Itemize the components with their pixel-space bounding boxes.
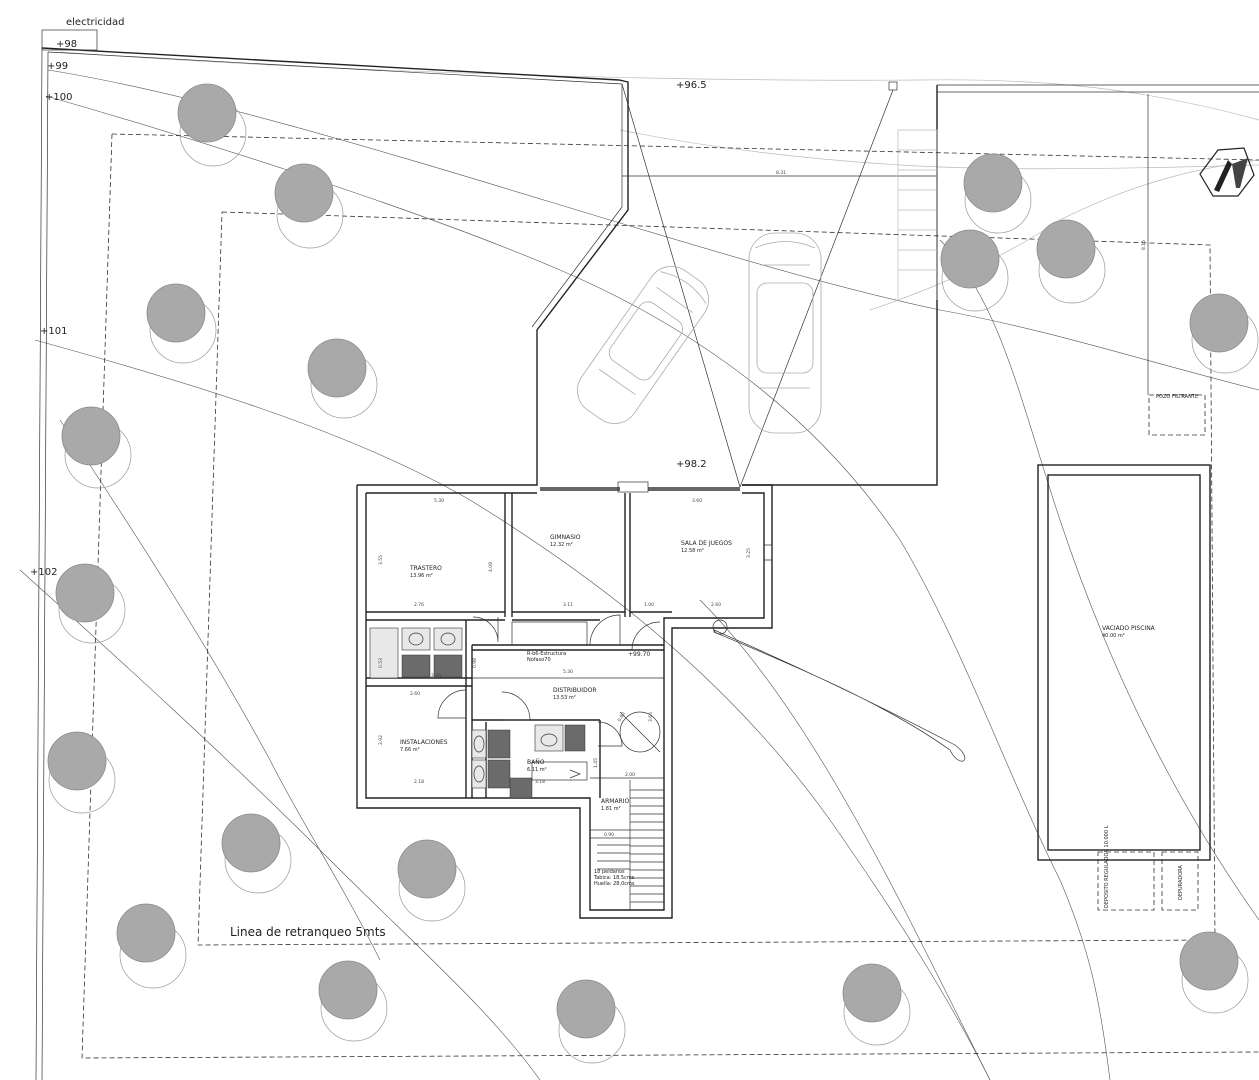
dim-218: 2.18 — [414, 779, 424, 785]
level-98-2: +98.2 — [676, 459, 707, 470]
instalaciones-name: INSTALACIONES — [400, 739, 448, 746]
bathroom-fixtures — [369, 627, 588, 799]
tree — [221, 813, 281, 873]
gimnasio-name: GIMNASIO — [550, 534, 581, 541]
tree — [116, 903, 176, 963]
stairs-note-1: 18 peldaños — [594, 869, 625, 875]
sala-juegos-area: 12.58 m² — [681, 548, 704, 554]
tree — [963, 153, 1023, 213]
level-99: +99 — [47, 61, 68, 72]
stairs-note-3: Huella: 28,0cms — [594, 881, 635, 887]
stairs-note-2: Tabica: 18,5cms — [593, 875, 635, 881]
tree — [318, 960, 378, 1020]
dim-145: 1.45 — [593, 758, 599, 768]
plot-boundary — [35, 47, 1259, 1080]
tree — [55, 563, 115, 623]
level-102: +102 — [30, 567, 57, 578]
dim-292: 2.92 — [378, 735, 384, 745]
dim-100: 1.00 — [644, 602, 654, 608]
pozo-filtrante-label: POZO FILTRANTE — [1156, 394, 1198, 400]
dim-365: 3.65 — [648, 712, 654, 722]
stairs — [597, 780, 664, 910]
structure-note-2: Nofaso70 — [527, 657, 551, 663]
distribuidor-area: 13.53 m² — [553, 695, 576, 701]
bano-name: BAÑO — [527, 759, 545, 766]
basement-walls — [356, 481, 773, 919]
tree — [842, 963, 902, 1023]
tree — [556, 979, 616, 1039]
plan-notes: R-b6-Estructura Nofaso70 18 peldaños Tab… — [527, 651, 635, 887]
tree — [274, 163, 334, 223]
dim-260: 2.60 — [410, 691, 420, 697]
tree — [146, 283, 206, 343]
sala-juegos-name: SALA DE JUEGOS — [681, 540, 732, 547]
tree — [47, 731, 107, 791]
electricity-label: electricidad — [66, 17, 125, 28]
room-labels: TRASTERO 13.96 m² GIMNASIO 12.32 m² SALA… — [400, 534, 1184, 908]
instalaciones-area: 7.66 m² — [400, 747, 420, 753]
dim-815: 8.15 — [1141, 240, 1147, 250]
trastero-name: TRASTERO — [409, 565, 442, 572]
dim-360: 3.60 — [692, 498, 702, 504]
dim-098: 0.98 — [472, 658, 478, 668]
piscina-name: VACIADO PISCINA — [1102, 625, 1156, 632]
door-swings — [437, 614, 661, 753]
pool-area — [1037, 394, 1211, 911]
dim-318: 3.18 — [535, 779, 545, 785]
tree — [940, 229, 1000, 289]
structure-note-1: R-b6-Estructura — [527, 651, 566, 657]
level-100: +100 — [45, 92, 72, 103]
tree — [1179, 931, 1239, 991]
armario-name: ARMARIO — [601, 798, 629, 805]
drain-ramp — [713, 629, 966, 762]
dim-530: 5.30 — [434, 498, 444, 504]
depuradora-label: DEPURADORA — [1178, 865, 1184, 900]
dim-325: 3.25 — [746, 548, 752, 558]
terrain-contours — [19, 51, 1259, 1080]
north-arrow-icon — [1199, 147, 1255, 197]
dim-276: 2.76 — [414, 602, 424, 608]
armario-area: 1.81 m² — [601, 806, 621, 812]
site-labels: +98 +99 +100 +101 +102 +96.5 +98.2 +99.7… — [30, 39, 1198, 939]
level-96-5: +96.5 — [676, 80, 707, 91]
tree — [1036, 219, 1096, 279]
level-98: +98 — [56, 39, 77, 50]
deposito-label: DEPOSITO REGULADOR 10.000 L — [1104, 825, 1110, 908]
setback-label: Linea de retranqueo 5mts — [230, 925, 386, 939]
level-101: +101 — [40, 326, 67, 337]
level-99-70: +99.70 — [628, 651, 650, 658]
piscina-area: 40.00 m² — [1102, 633, 1125, 639]
gimnasio-area: 12.32 m² — [550, 542, 573, 548]
dim-200: 2.00 — [625, 772, 635, 778]
dim-090: 0.90 — [604, 832, 614, 838]
tree — [61, 406, 121, 466]
tree — [177, 83, 237, 143]
electricity-meter: electricidad — [41, 17, 125, 51]
trastero-area: 13.96 m² — [410, 573, 433, 579]
trees — [47, 83, 1259, 1064]
tree — [307, 338, 367, 398]
distribuidor-name: DISTRIBUIDOR — [553, 687, 597, 694]
dim-053: 0.53 — [378, 658, 384, 668]
dim-408: 4.08 — [488, 562, 494, 572]
tree — [1189, 293, 1249, 353]
bano-area: 6.11 m² — [527, 767, 547, 773]
dim-355: 3.55 — [378, 555, 384, 565]
tree — [397, 839, 457, 899]
dim-530b: 5.30 — [563, 669, 573, 675]
car-outlines — [577, 232, 822, 434]
dim-311: 3.11 — [563, 602, 573, 608]
dim-080: 0.80 — [617, 711, 627, 723]
dim-260a: 2.60 — [711, 602, 721, 608]
dimension-labels: 5.30 3.60 3.55 4.08 2.76 3.11 1.00 2.60 … — [378, 498, 752, 838]
dim-831: 8.31 — [776, 170, 786, 176]
dim-240: 2.40 — [431, 673, 441, 679]
